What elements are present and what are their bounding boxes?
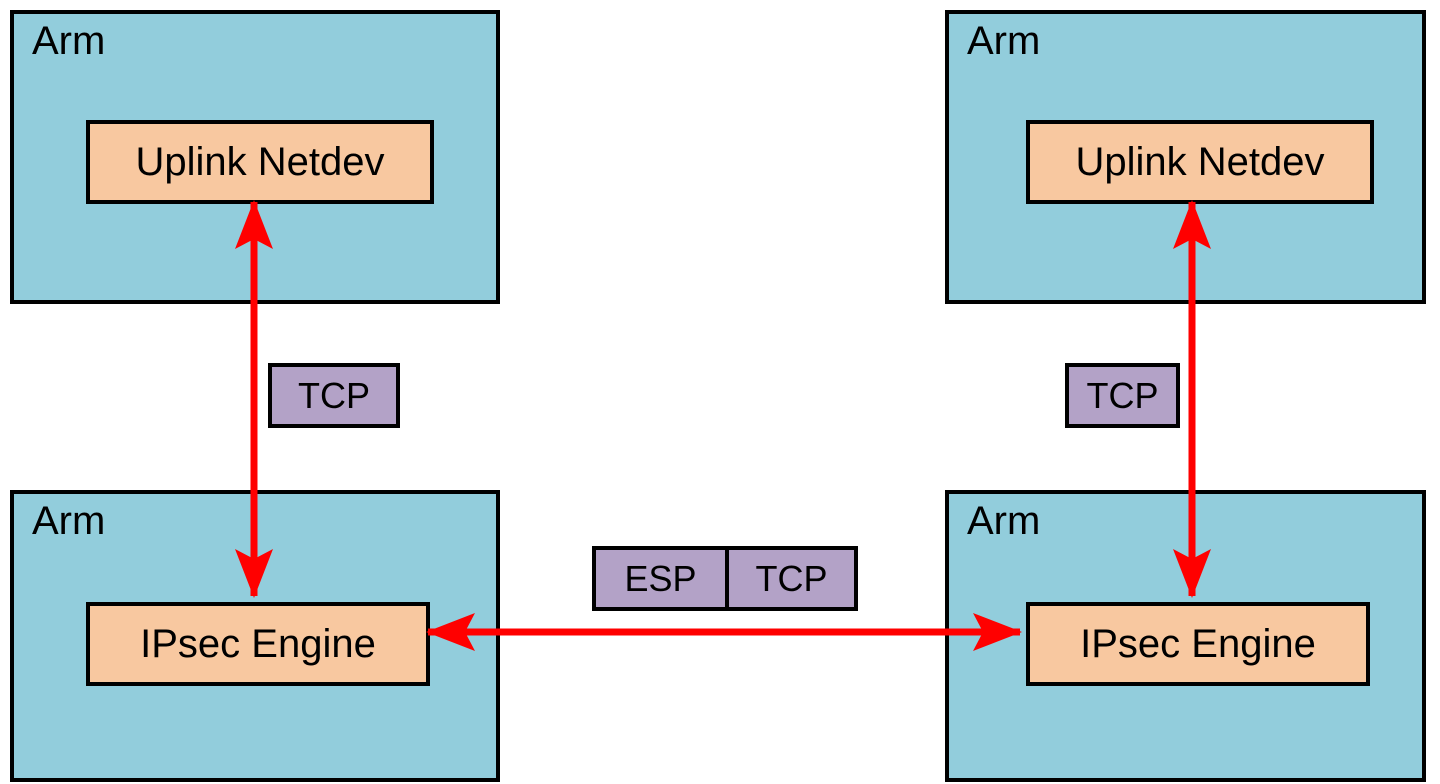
protocol-cell-tcp: TCP xyxy=(298,374,370,416)
component-label: IPsec Engine xyxy=(140,622,376,666)
component-label: Uplink Netdev xyxy=(135,140,385,184)
protocol-label-tcp-left: TCP xyxy=(268,363,400,428)
component-box-ipsec-engine-right: IPsec Engine xyxy=(1026,602,1370,686)
protocol-label-esp-tcp-center: ESP TCP xyxy=(592,546,858,611)
protocol-cell-esp: ESP xyxy=(624,557,697,599)
component-label: IPsec Engine xyxy=(1080,622,1316,666)
component-box-uplink-netdev-left: Uplink Netdev xyxy=(86,120,434,204)
arm-panel-bottom-right: Arm IPsec Engine xyxy=(945,490,1426,782)
arm-panel-bottom-left: Arm IPsec Engine xyxy=(10,490,500,782)
arm-panel-label: Arm xyxy=(967,19,1041,63)
arm-panel-top-left: Arm Uplink Netdev xyxy=(10,10,500,304)
protocol-cell-tcp: TCP xyxy=(725,550,854,607)
arm-panel-label: Arm xyxy=(32,499,106,543)
component-label: Uplink Netdev xyxy=(1075,140,1325,184)
protocol-label-tcp-right: TCP xyxy=(1065,363,1180,428)
component-box-ipsec-engine-left: IPsec Engine xyxy=(86,602,430,686)
component-box-uplink-netdev-right: Uplink Netdev xyxy=(1026,120,1374,204)
arm-panel-label: Arm xyxy=(967,499,1041,543)
protocol-cell-tcp: TCP xyxy=(1086,374,1159,416)
connection-center-horizontal-link xyxy=(426,613,1022,651)
arm-panel-label: Arm xyxy=(32,19,106,63)
arm-panel-top-right: Arm Uplink Netdev xyxy=(945,10,1426,304)
